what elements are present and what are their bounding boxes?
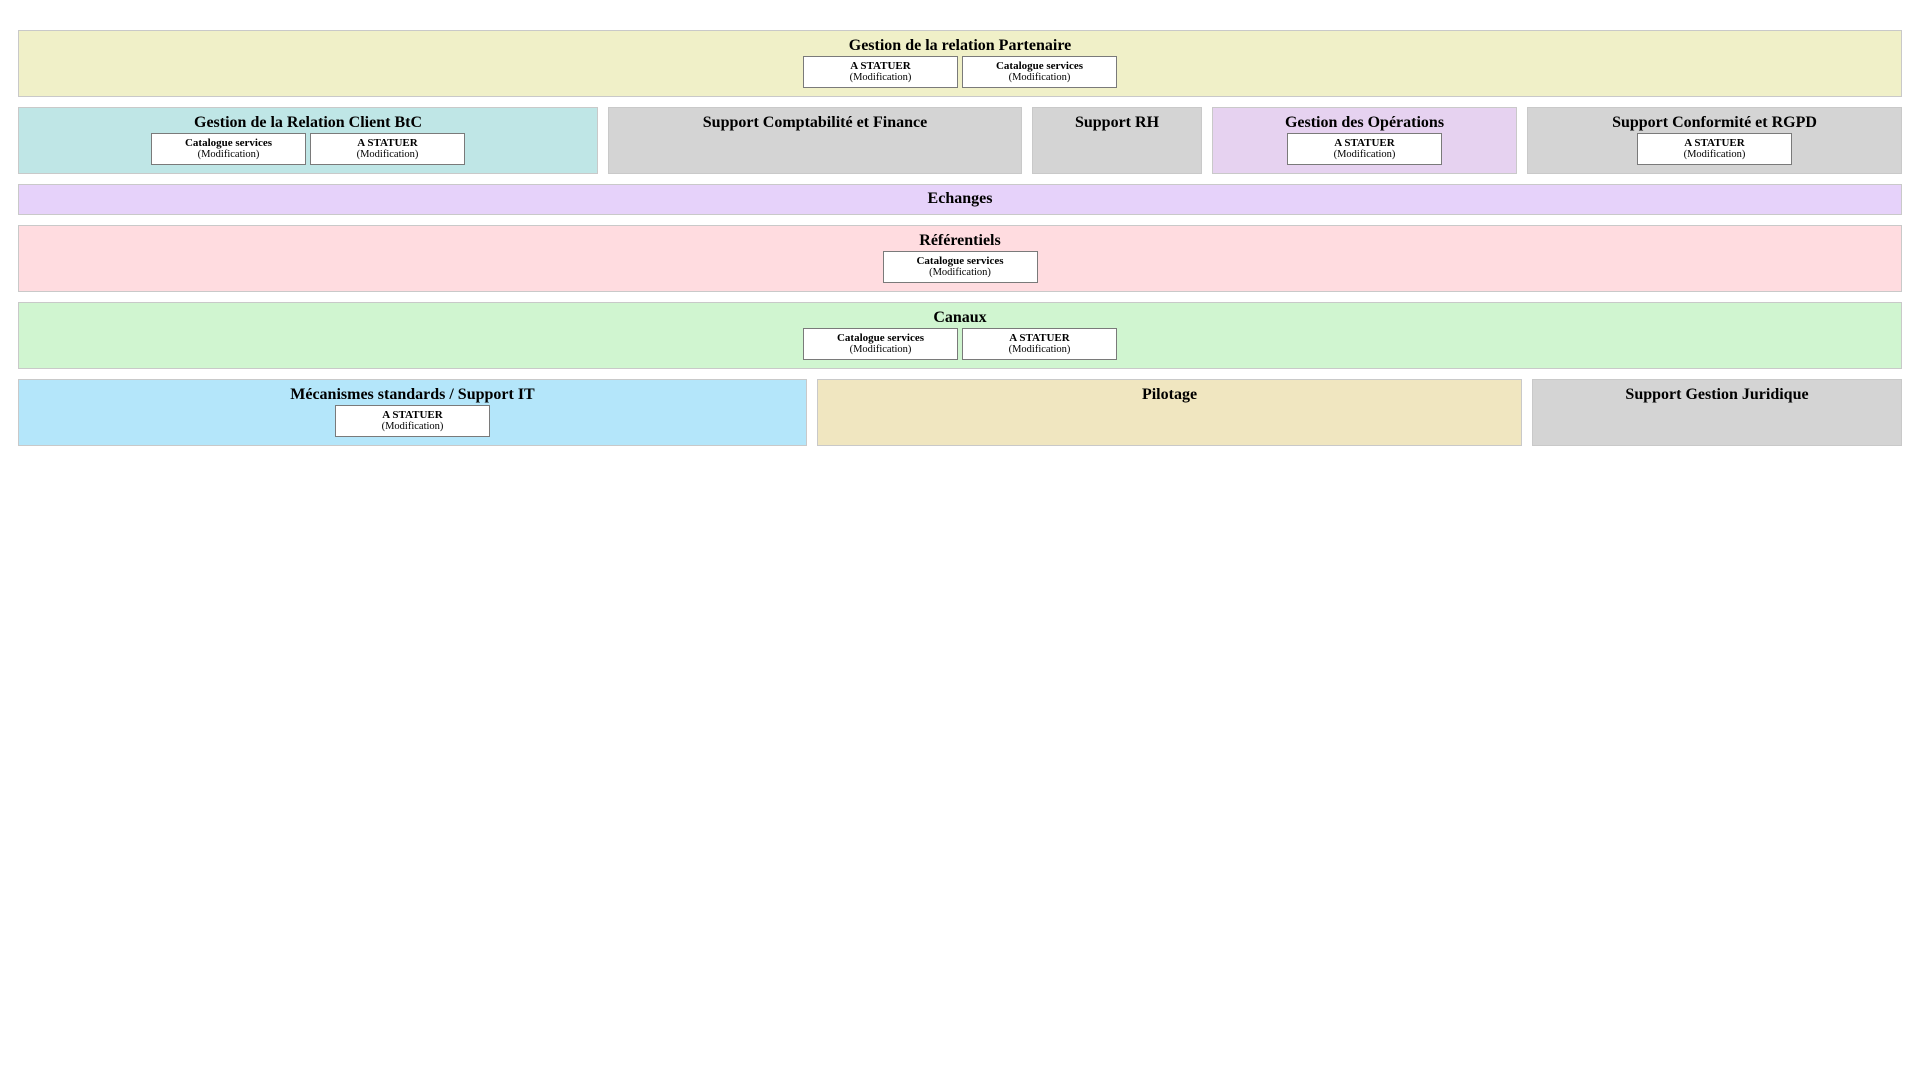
card-name: A STATUER xyxy=(850,60,911,72)
domain-gestion-relation-partenaire: Gestion de la relation Partenaire A STAT… xyxy=(18,30,1902,97)
domain-mecanismes-standards-support-it: Mécanismes standards / Support IT A STAT… xyxy=(18,379,807,446)
card-name: A STATUER xyxy=(1684,137,1745,149)
domain-title: Mécanismes standards / Support IT xyxy=(290,386,535,403)
domain-title: Support Gestion Juridique xyxy=(1625,386,1809,403)
application-card[interactable]: A STATUER (Modification) xyxy=(1287,133,1442,165)
card-status: (Modification) xyxy=(356,149,419,160)
domain-cards: Catalogue services (Modification) A STAT… xyxy=(151,133,465,165)
card-name: A STATUER xyxy=(1334,137,1395,149)
card-name: Catalogue services xyxy=(995,60,1084,72)
application-card[interactable]: Catalogue services (Modification) xyxy=(151,133,306,165)
domain-canaux: Canaux Catalogue services (Modification)… xyxy=(18,302,1902,369)
row-4: Référentiels Catalogue services (Modific… xyxy=(18,225,1902,292)
card-status: (Modification) xyxy=(1008,344,1071,355)
application-card[interactable]: A STATUER (Modification) xyxy=(962,328,1117,360)
domain-title: Support Comptabilité et Finance xyxy=(702,114,928,131)
domain-cards: A STATUER (Modification) xyxy=(1287,133,1442,165)
domain-referentiels: Référentiels Catalogue services (Modific… xyxy=(18,225,1902,292)
domain-support-comptabilite-finance: Support Comptabilité et Finance xyxy=(608,107,1022,174)
application-card[interactable]: Catalogue services (Modification) xyxy=(962,56,1117,88)
domain-title: Support Conformité et RGPD xyxy=(1612,114,1817,131)
domain-support-gestion-juridique: Support Gestion Juridique xyxy=(1532,379,1902,446)
card-status: (Modification) xyxy=(197,149,260,160)
card-status: (Modification) xyxy=(381,421,444,432)
domain-support-conformite-rgpd: Support Conformité et RGPD A STATUER (Mo… xyxy=(1527,107,1902,174)
domain-pilotage: Pilotage xyxy=(817,379,1522,446)
domain-title: Gestion de la relation Partenaire xyxy=(848,37,1072,54)
domain-support-rh: Support RH xyxy=(1032,107,1202,174)
card-status: (Modification) xyxy=(849,344,912,355)
card-name: Catalogue services xyxy=(184,137,273,149)
row-1: Gestion de la relation Partenaire A STAT… xyxy=(18,30,1902,97)
domain-title: Gestion de la Relation Client BtC xyxy=(194,114,422,131)
card-name: Catalogue services xyxy=(916,255,1004,267)
application-card[interactable]: Catalogue services (Modification) xyxy=(803,328,958,360)
domain-echanges: Echanges xyxy=(18,184,1902,215)
domain-title: Echanges xyxy=(927,190,993,207)
row-3: Echanges xyxy=(18,184,1902,215)
domain-gestion-relation-client-btc: Gestion de la Relation Client BtC Catalo… xyxy=(18,107,598,174)
domain-title: Référentiels xyxy=(919,232,1001,249)
application-card[interactable]: A STATUER (Modification) xyxy=(335,405,490,437)
domain-cards: Catalogue services (Modification) xyxy=(882,251,1038,283)
row-6: Mécanismes standards / Support IT A STAT… xyxy=(18,379,1902,446)
domain-cards: A STATUER (Modification) Catalogue servi… xyxy=(803,56,1117,88)
card-name: Catalogue services xyxy=(836,332,925,344)
card-name: A STATUER xyxy=(1009,332,1070,344)
domain-cards: A STATUER (Modification) xyxy=(335,405,490,437)
card-name: A STATUER xyxy=(382,409,443,421)
domain-cards: Catalogue services (Modification) A STAT… xyxy=(803,328,1117,360)
card-status: (Modification) xyxy=(1683,149,1746,160)
card-name: A STATUER xyxy=(357,137,418,149)
domain-title: Canaux xyxy=(933,309,987,326)
domain-gestion-operations: Gestion des Opérations A STATUER (Modifi… xyxy=(1212,107,1517,174)
card-status: (Modification) xyxy=(1008,72,1071,83)
application-card[interactable]: A STATUER (Modification) xyxy=(1637,133,1792,165)
card-status: (Modification) xyxy=(849,72,912,83)
domain-title: Pilotage xyxy=(1141,386,1198,403)
domain-cards: A STATUER (Modification) xyxy=(1637,133,1792,165)
domain-title: Support RH xyxy=(1074,114,1160,131)
application-card[interactable]: A STATUER (Modification) xyxy=(803,56,958,88)
domain-title: Gestion des Opérations xyxy=(1284,114,1445,131)
row-5: Canaux Catalogue services (Modification)… xyxy=(18,302,1902,369)
card-status: (Modification) xyxy=(929,267,991,278)
application-card[interactable]: A STATUER (Modification) xyxy=(310,133,465,165)
application-card[interactable]: Catalogue services (Modification) xyxy=(882,251,1038,283)
row-2: Gestion de la Relation Client BtC Catalo… xyxy=(18,107,1902,174)
card-status: (Modification) xyxy=(1333,149,1396,160)
